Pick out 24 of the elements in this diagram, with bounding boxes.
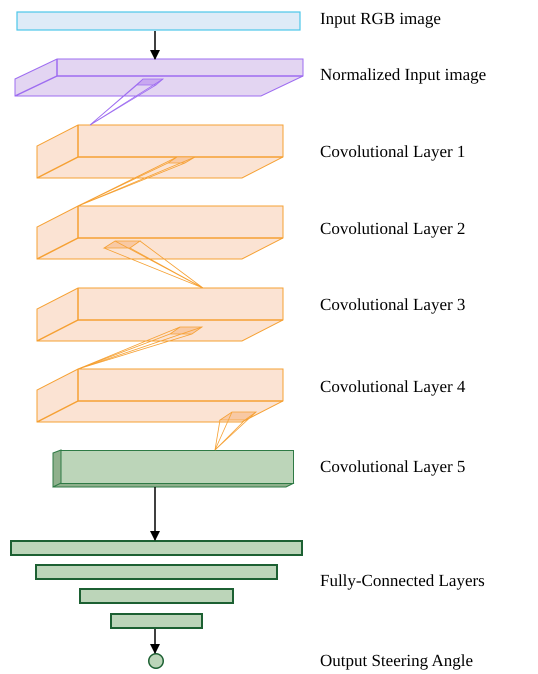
layer-block xyxy=(15,59,303,96)
layer-block xyxy=(53,450,294,487)
layer-label: Covolutional Layer 4 xyxy=(320,377,466,397)
layer-label: Output Steering Angle xyxy=(320,651,473,671)
layer-block xyxy=(37,206,283,259)
layer-block xyxy=(37,288,283,341)
layer-bar xyxy=(110,613,203,629)
layer-label: Fully-Connected Layers xyxy=(320,571,485,591)
arrow xyxy=(150,629,160,654)
layer-label: Covolutional Layer 2 xyxy=(320,219,466,239)
layer-label: Covolutional Layer 1 xyxy=(320,142,466,162)
layer-label: Covolutional Layer 5 xyxy=(320,457,466,477)
layer-label: Input RGB image xyxy=(320,9,441,29)
layer-block xyxy=(37,125,283,178)
layer-label: Normalized Input image xyxy=(320,65,486,85)
arrow xyxy=(150,487,160,541)
layer-bar xyxy=(35,564,278,580)
output-circle xyxy=(148,653,164,669)
layer-label: Covolutional Layer 3 xyxy=(320,295,466,315)
layer-block xyxy=(37,369,283,422)
arrow xyxy=(150,31,160,60)
layer-bar xyxy=(79,588,234,604)
image-box xyxy=(16,11,301,31)
layer-bar xyxy=(10,540,303,556)
